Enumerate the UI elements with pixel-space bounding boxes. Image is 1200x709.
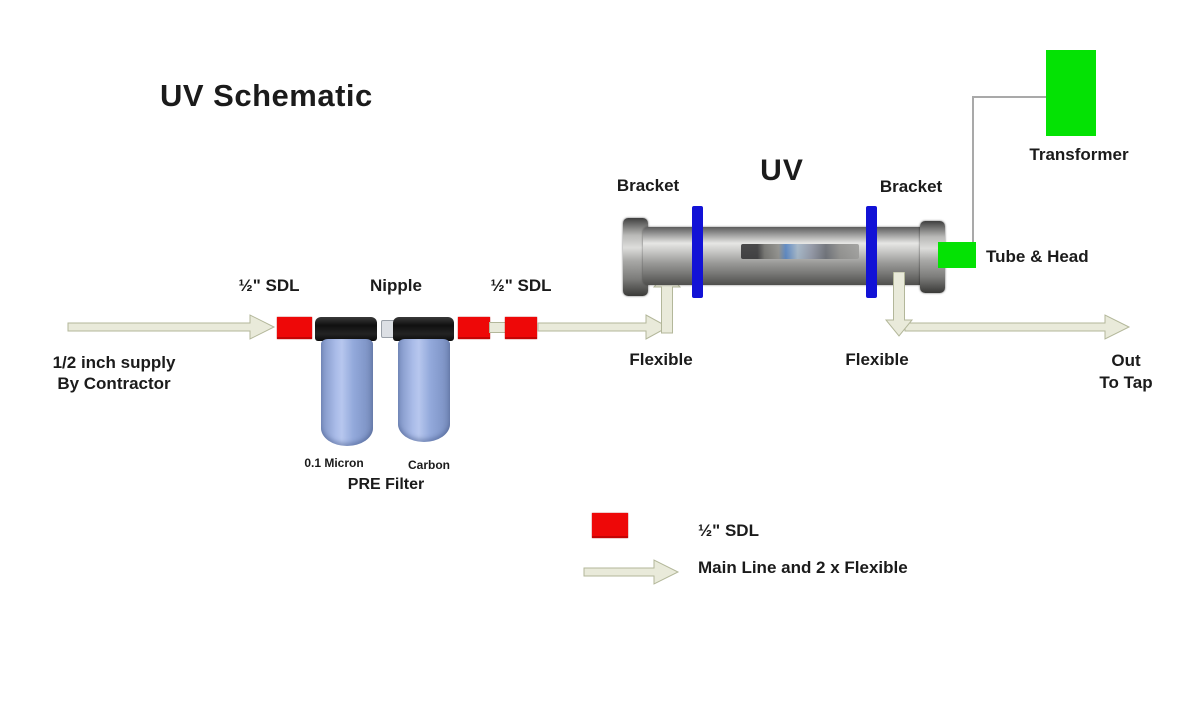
filter2-label: Carbon: [408, 458, 450, 472]
transformer-wire-vertical: [972, 96, 974, 244]
out-flow-arrow-icon: [904, 314, 1131, 340]
nipple-label: Nipple: [370, 276, 422, 295]
tube-head-block: [938, 242, 976, 268]
sdl-label-2: ½" SDL: [490, 276, 552, 295]
uv-chamber: [623, 218, 945, 296]
sdl-label-1: ½" SDL: [238, 276, 300, 295]
uv-chamber-sticker: [741, 244, 859, 259]
tube-head-label: Tube & Head: [986, 247, 1089, 266]
supply-label: 1/2 inch supply By Contractor: [53, 352, 176, 394]
sdl-fitting-1: [277, 317, 312, 339]
supply-label-line2: By Contractor: [57, 374, 171, 393]
transformer-label: Transformer: [1029, 145, 1129, 164]
sdl-fitting-3: [505, 317, 537, 339]
pre-filter-label: PRE Filter: [347, 476, 425, 493]
legend-main-line-label: Main Line and 2 x Flexible: [698, 558, 908, 577]
bracket-right-label: Bracket: [879, 177, 943, 196]
legend-sdl-label: ½" SDL: [698, 521, 759, 540]
filter2-cap: [393, 317, 454, 341]
bracket-left-label: Bracket: [616, 176, 680, 195]
filter1-body: [321, 339, 373, 446]
sdl-fitting-2: [458, 317, 490, 339]
transformer-wire-horizontal: [973, 96, 1048, 98]
legend-sdl-swatch: [592, 513, 628, 538]
out-label-line2: To Tap: [1099, 373, 1153, 392]
page-title: UV Schematic: [160, 78, 373, 113]
bracket-bar-left: [692, 206, 703, 298]
bracket-bar-right: [866, 206, 877, 298]
flexible-down-arrow-icon: [884, 272, 914, 337]
filter1-label: 0.1 Micron: [304, 456, 364, 470]
flexible-left-label: Flexible: [629, 350, 693, 369]
supply-flow-arrow-icon: [67, 314, 276, 340]
legend-main-line-arrow-icon: [583, 559, 680, 585]
uv-label: UV: [760, 154, 804, 187]
flexible-right-label: Flexible: [845, 350, 909, 369]
mid-flow-arrow-icon: [537, 314, 670, 340]
transformer-block: [1046, 50, 1096, 136]
filter2-body: [398, 339, 450, 442]
out-label-line1: Out: [1111, 351, 1141, 370]
filter1-cap: [315, 317, 377, 341]
out-label: Out To Tap: [1099, 350, 1152, 394]
supply-label-line1: 1/2 inch supply: [52, 353, 176, 372]
